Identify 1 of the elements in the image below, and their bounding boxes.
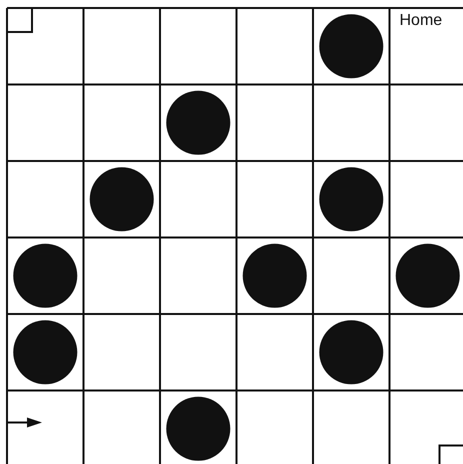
cell-label: Home (400, 12, 442, 30)
